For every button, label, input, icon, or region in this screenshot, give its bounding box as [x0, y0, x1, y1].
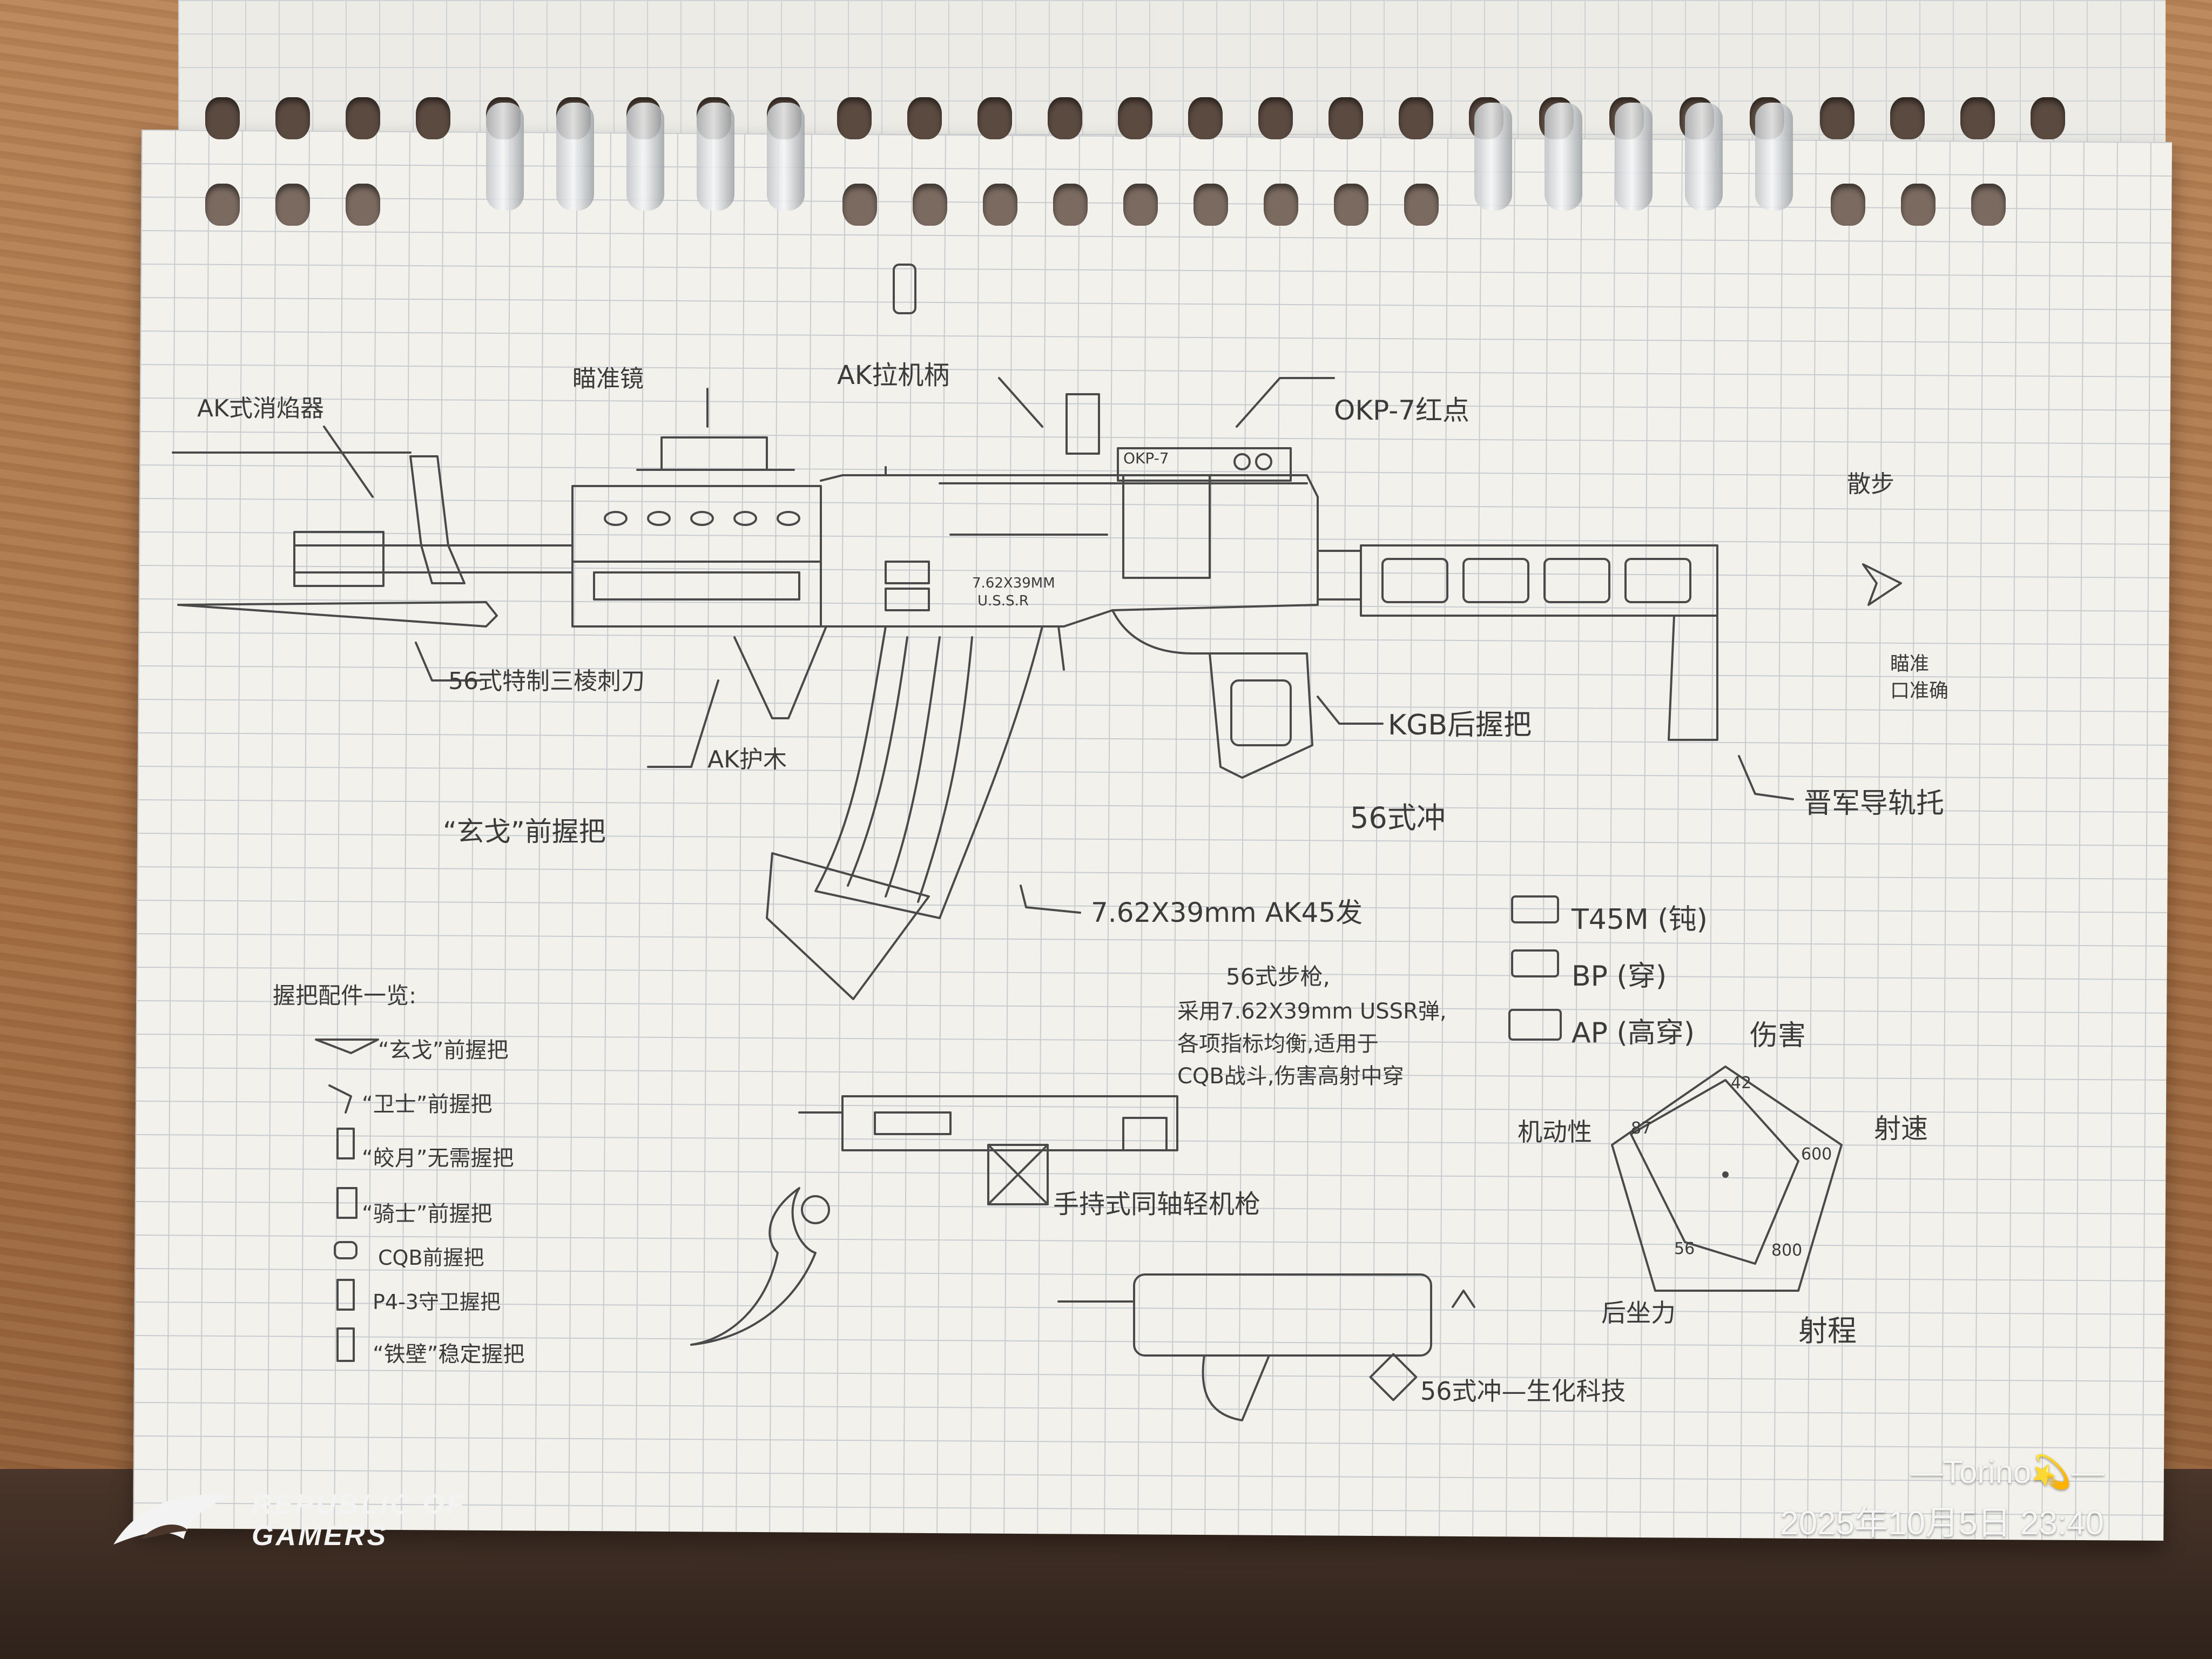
- attachment-icon-2: [328, 1084, 352, 1114]
- muzzle-sketch-icon: [893, 264, 916, 314]
- bio-rifle-icon: [1133, 1273, 1432, 1357]
- description-line-1: 56式步枪,: [1226, 963, 1330, 990]
- brand-line-1: REPUBLIC OF: [252, 1489, 466, 1520]
- red-dot-icon: [1065, 393, 1100, 455]
- attachment-item-7: “铁壁”稳定握把: [373, 1342, 525, 1367]
- attachment-item-3: “皎月”无需握把: [362, 1146, 514, 1171]
- ammo-item-2: BP (穿): [1572, 960, 1667, 993]
- label-corner-2: 瞄准: [1890, 653, 1930, 675]
- attachment-icon-6: [336, 1279, 355, 1311]
- pistol-grip-icon: [1209, 652, 1313, 779]
- radar-value-4: 800: [1771, 1241, 1803, 1260]
- ammo-damage-title: 伤害: [1750, 1020, 1806, 1052]
- attachment-icon-7: [336, 1327, 355, 1362]
- bio-hazard-icon: [1369, 1353, 1418, 1401]
- label-bayonet: 56式特制三棱刺刀: [448, 667, 645, 695]
- stamp-datetime: 2025年10月5日 23:40: [1780, 1505, 2104, 1542]
- radar-value-5: 56: [1674, 1239, 1695, 1258]
- label-foregrip: “玄戈”前握把: [443, 816, 606, 847]
- attachment-item-6: P4-3守卫握把: [373, 1290, 501, 1314]
- lmg-caption: 手持式同轴轻机枪: [1053, 1189, 1261, 1219]
- label-muzzle: AK式消焰器: [197, 395, 324, 422]
- radar-axis-1: 机动性: [1518, 1117, 1592, 1147]
- scope-icon: [660, 436, 768, 471]
- photo-stamp: —Torino💫— 2025年10月5日 23:40: [1780, 1453, 2104, 1544]
- small-sketch-icon: [1452, 1290, 1475, 1308]
- label-rail: OKP-7: [1123, 449, 1169, 467]
- attachment-item-2: “卫士”前握把: [362, 1092, 493, 1117]
- radar-value-2: 87: [1631, 1119, 1652, 1138]
- stock-icon: [1360, 544, 1718, 617]
- angled-foregrip-icon: [609, 625, 827, 719]
- radar-axis-2: 射速: [1874, 1113, 1928, 1144]
- rog-watermark: REPUBLIC OF GAMERS: [108, 1480, 466, 1561]
- attachment-item-5: CQB前握把: [378, 1246, 484, 1270]
- ammo-item-1: T45M (钝): [1572, 903, 1708, 936]
- label-magazine: 7.62X39mm AK45发: [1091, 897, 1363, 928]
- attachment-item-1: “玄戈”前握把: [378, 1038, 509, 1063]
- lmg-drum-icon: [987, 1144, 1049, 1205]
- attachment-icon-4: [336, 1187, 358, 1219]
- label-foregrip-mount: AK护木: [707, 746, 787, 773]
- label-scope: 瞄准镜: [572, 365, 644, 393]
- handguard-icon: [571, 485, 822, 628]
- brand-line-2: GAMERS: [252, 1520, 388, 1552]
- description-line-2: 采用7.62X39mm USSR弹,: [1177, 999, 1447, 1024]
- bio-caption: 56式冲—生化科技: [1420, 1377, 1626, 1406]
- radar-value-icon: [1630, 1079, 1799, 1265]
- bayonet-icon: [177, 601, 498, 628]
- muzzle-brake-icon: [293, 531, 385, 587]
- label-charging-handle: AK拉机柄: [837, 360, 950, 390]
- radar-value-3: 600: [1801, 1145, 1832, 1164]
- ammo-item-3: AP (高穿): [1572, 1017, 1695, 1049]
- radar-axis-4: 后坐力: [1601, 1298, 1676, 1327]
- attachments-title: 握把配件一览:: [273, 982, 417, 1009]
- label-weapon-name: 56式冲: [1350, 801, 1446, 835]
- karambit-knife-icon: [690, 1187, 817, 1346]
- ammo-box-icon-2: [1511, 949, 1559, 977]
- label-stock: 晋军导轨托: [1804, 787, 1945, 820]
- description-line-3: 各项指标均衡,适用于: [1177, 1031, 1379, 1056]
- radar-axis-3: 射程: [1798, 1314, 1857, 1348]
- label-corner-1: 散步: [1847, 470, 1894, 498]
- attachment-icon-1: [315, 1038, 379, 1054]
- ammo-box-icon-1: [1511, 895, 1559, 923]
- description-line-4: CQB战斗,伤害高射中穿: [1177, 1064, 1404, 1089]
- attachment-item-4: “骑士”前握把: [362, 1202, 493, 1226]
- magazine-icon: [814, 625, 1043, 919]
- stamp-author: —Torino💫—: [1910, 1454, 2104, 1490]
- radar-value-1: 42: [1731, 1074, 1752, 1092]
- lmg-sketch-icon: [841, 1095, 1178, 1151]
- radar-outer-icon: [1611, 1065, 1843, 1292]
- label-grip: KGB后握把: [1388, 709, 1532, 741]
- rog-eye-logo-icon: [113, 1494, 232, 1545]
- spiral-binding: [205, 97, 2128, 226]
- label-red-dot: OKP-7红点: [1334, 395, 1470, 426]
- label-corner-3: 口准确: [1890, 680, 1949, 702]
- attachment-icon-3: [336, 1128, 355, 1159]
- label-receiver-1: 7.62X39MM: [972, 575, 1055, 591]
- ammo-box-icon-3: [1508, 1009, 1562, 1041]
- arrow-icon: [1862, 563, 1902, 606]
- label-receiver-2: U.S.S.R: [977, 593, 1029, 609]
- attachment-icon-5: [334, 1241, 358, 1259]
